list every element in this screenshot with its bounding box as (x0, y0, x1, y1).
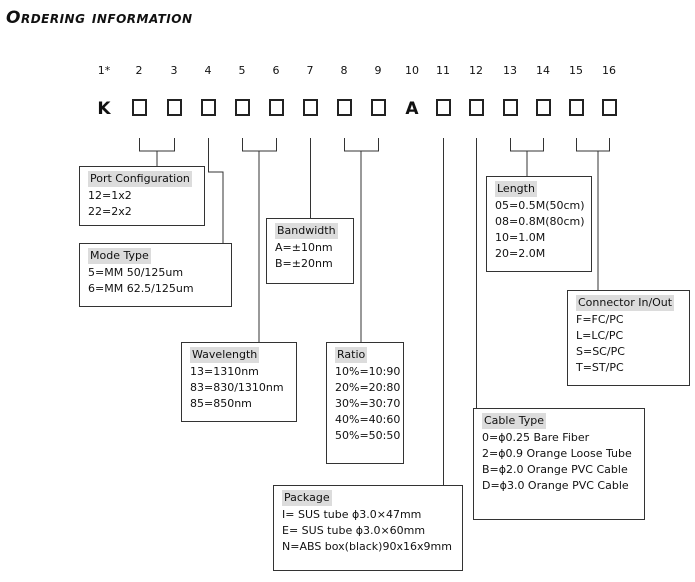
bracket-line (242, 138, 277, 342)
position-number: 4 (204, 64, 212, 77)
port-configuration-box: Port Configuration 12=1x2 22=2x2 (79, 166, 205, 226)
package-option: I= SUS tube ϕ3.0×47mm (282, 508, 422, 521)
page-title: Ordering information (6, 8, 193, 28)
position-number: 12 (469, 64, 483, 77)
connector-option: F=FC/PC (576, 313, 624, 326)
mode-type-box: Mode Type 5=MM 50/125um 6=MM 62.5/125um (79, 243, 232, 307)
code-slot (303, 99, 318, 116)
code-slot (132, 99, 147, 116)
code-fixed-char: K (97, 99, 111, 119)
leader-line (208, 138, 224, 243)
position-number: 11 (436, 64, 450, 77)
position-number: 15 (569, 64, 583, 77)
bracket-line (139, 138, 175, 166)
connector-heading: Connector In/Out (576, 295, 675, 311)
code-slot (602, 99, 617, 116)
bandwidth-option: A=±10nm (275, 241, 333, 254)
position-number: 8 (340, 64, 348, 77)
bandwidth-option: B=±20nm (275, 257, 333, 270)
code-slot (536, 99, 551, 116)
code-slot (235, 99, 250, 116)
bandwidth-heading: Bandwidth (275, 223, 338, 239)
connector-box: Connector In/Out F=FC/PC L=LC/PC S=SC/PC… (567, 290, 690, 386)
package-heading: Package (282, 490, 332, 506)
length-option: 05=0.5M(50cm) (495, 199, 585, 212)
cable-type-option: 0=ϕ0.25 Bare Fiber (482, 431, 590, 444)
position-number: 9 (374, 64, 382, 77)
bracket-line (510, 138, 544, 176)
wavelength-option: 85=850nm (190, 397, 252, 410)
cable-type-option: D=ϕ3.0 Orange PVC Cable (482, 479, 629, 492)
connector-option: L=LC/PC (576, 329, 624, 342)
length-option: 20=2.0M (495, 247, 546, 260)
ratio-option: 50%=50:50 (335, 429, 401, 442)
bandwidth-box: Bandwidth A=±10nm B=±20nm (266, 218, 354, 284)
length-box: Length 05=0.5M(50cm) 08=0.8M(80cm) 10=1.… (486, 176, 592, 272)
wavelength-box: Wavelength 13=1310nm 83=830/1310nm 85=85… (181, 342, 297, 422)
mode-type-heading: Mode Type (88, 248, 151, 264)
code-slot (503, 99, 518, 116)
package-option: E= SUS tube ϕ3.0×60mm (282, 524, 426, 537)
bracket-line (344, 138, 379, 342)
code-slot (371, 99, 386, 116)
wavelength-option: 13=1310nm (190, 365, 259, 378)
ratio-box: Ratio 10%=10:90 20%=20:80 30%=30:70 40%=… (326, 342, 404, 464)
ratio-option: 10%=10:90 (335, 365, 401, 378)
length-heading: Length (495, 181, 537, 197)
port-configuration-heading: Port Configuration (88, 171, 192, 187)
code-slot (337, 99, 352, 116)
cable-type-box: Cable Type 0=ϕ0.25 Bare Fiber 2=ϕ0.9 Ora… (473, 408, 645, 520)
position-number: 10 (405, 64, 419, 77)
bracket-line (576, 138, 610, 290)
position-number: 5 (238, 64, 246, 77)
ratio-option: 20%=20:80 (335, 381, 401, 394)
mode-type-option: 6=MM 62.5/125um (88, 282, 194, 295)
code-slot (436, 99, 451, 116)
code-slot (569, 99, 584, 116)
code-slot (269, 99, 284, 116)
position-number: 14 (536, 64, 550, 77)
port-configuration-option: 12=1x2 (88, 189, 132, 202)
code-slot (469, 99, 484, 116)
position-number: 7 (306, 64, 314, 77)
package-box: Package I= SUS tube ϕ3.0×47mm E= SUS tub… (273, 485, 463, 571)
ratio-heading: Ratio (335, 347, 368, 363)
position-number: 1* (97, 64, 111, 77)
connector-option: T=ST/PC (576, 361, 624, 374)
package-option: N=ABS box(black)90x16x9mm (282, 540, 452, 553)
position-number: 13 (503, 64, 517, 77)
mode-type-option: 5=MM 50/125um (88, 266, 184, 279)
length-option: 08=0.8M(80cm) (495, 215, 585, 228)
ratio-option: 30%=30:70 (335, 397, 401, 410)
position-number: 16 (602, 64, 616, 77)
port-configuration-option: 22=2x2 (88, 205, 132, 218)
length-option: 10=1.0M (495, 231, 546, 244)
position-number: 2 (135, 64, 143, 77)
wavelength-heading: Wavelength (190, 347, 260, 363)
cable-type-heading: Cable Type (482, 413, 546, 429)
connector-option: S=SC/PC (576, 345, 625, 358)
position-number: 3 (170, 64, 178, 77)
cable-type-option: 2=ϕ0.9 Orange Loose Tube (482, 447, 632, 460)
cable-type-option: B=ϕ2.0 Orange PVC Cable (482, 463, 628, 476)
wavelength-option: 83=830/1310nm (190, 381, 284, 394)
code-slot (167, 99, 182, 116)
code-slot (201, 99, 216, 116)
code-fixed-char: A (405, 99, 419, 119)
position-number: 6 (272, 64, 280, 77)
ratio-option: 40%=40:60 (335, 413, 401, 426)
